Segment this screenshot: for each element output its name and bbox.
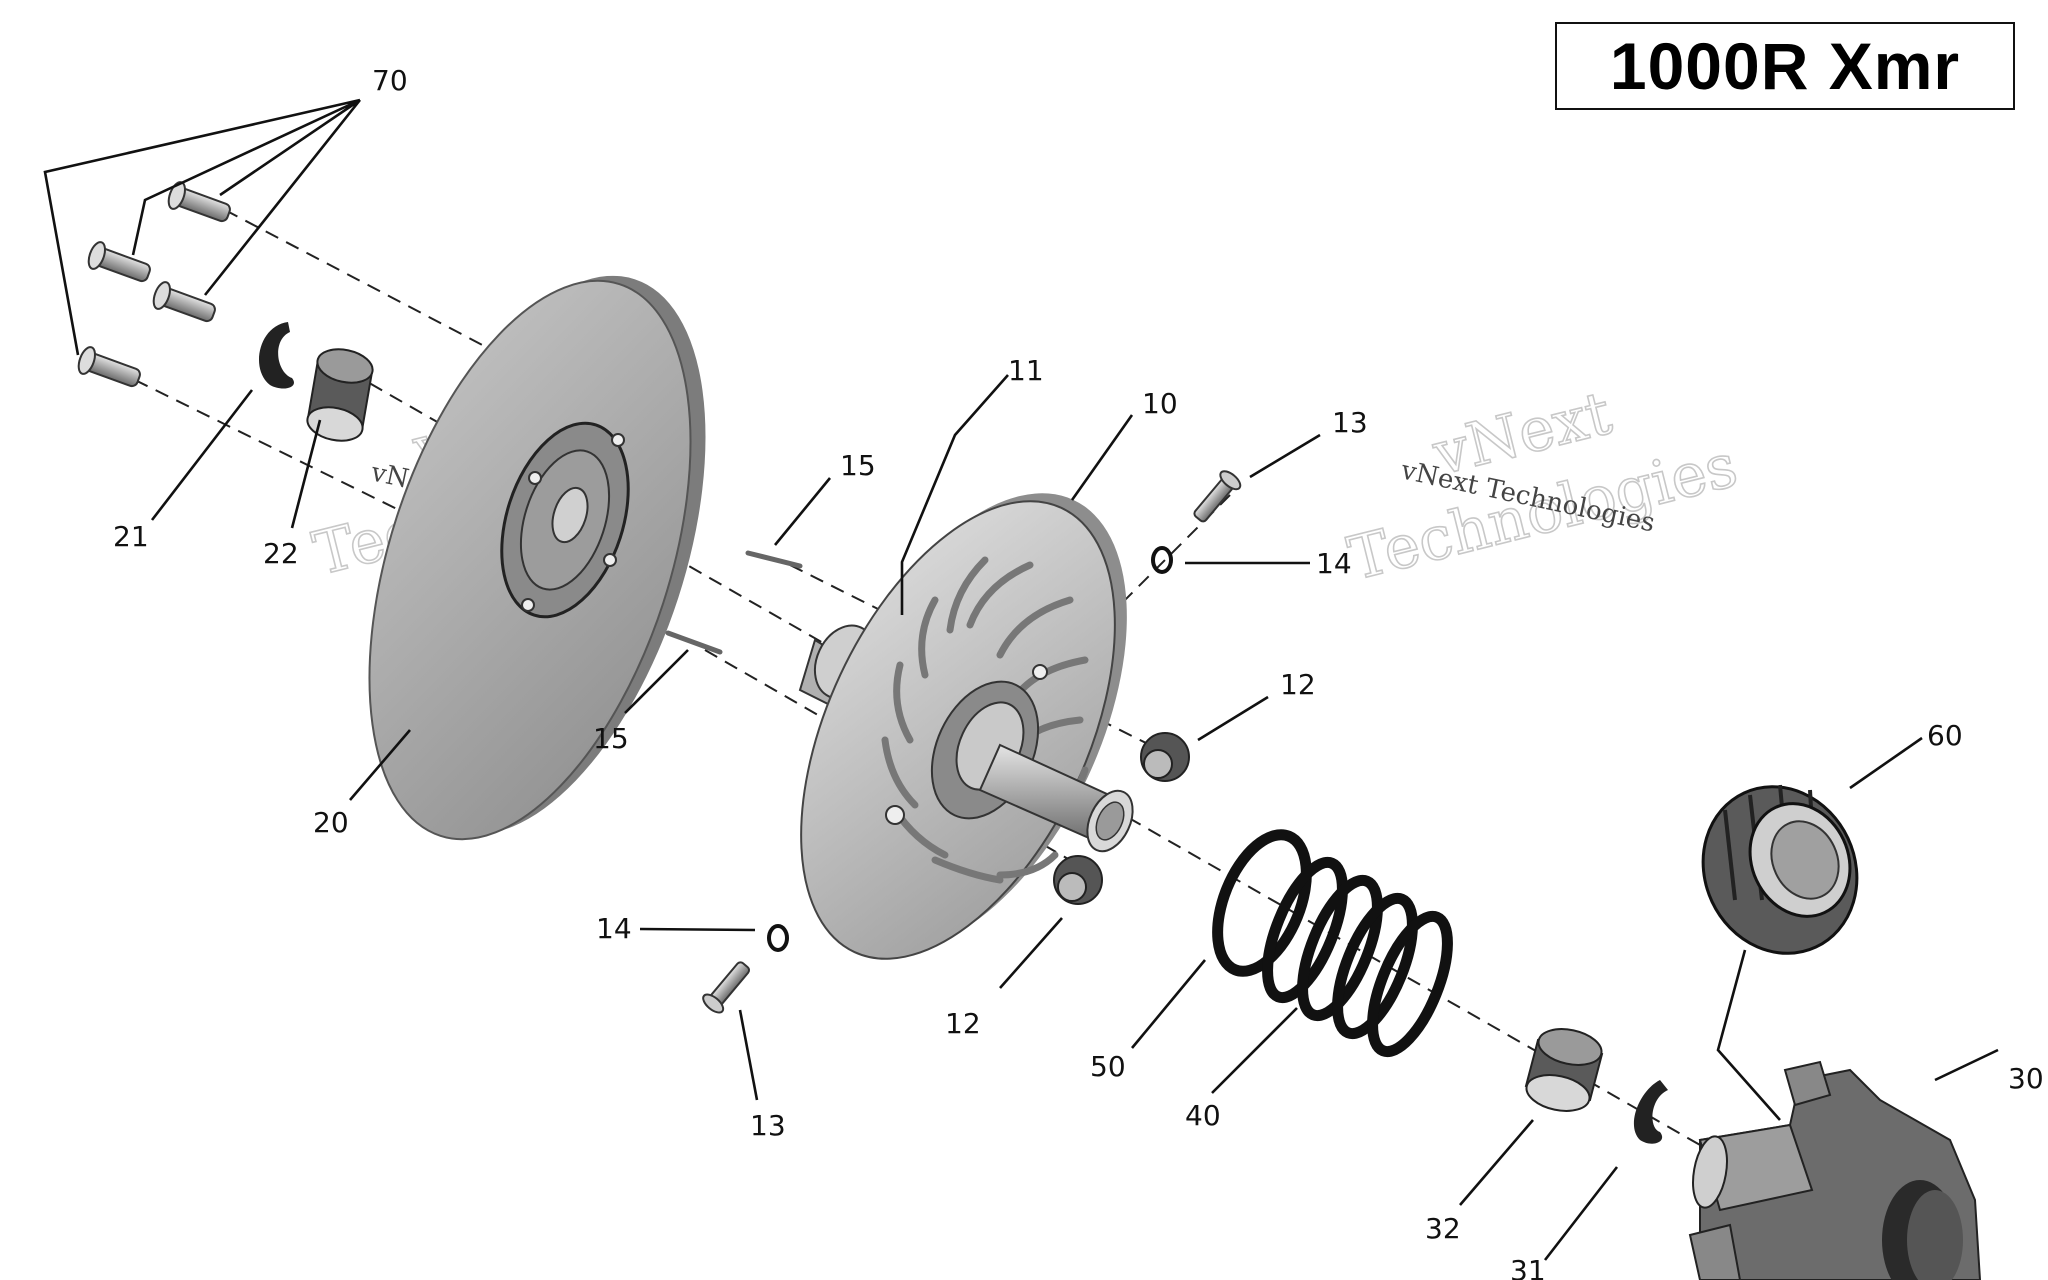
spring-40 (1262, 856, 1453, 1058)
bolt (87, 241, 151, 283)
leader-60 (1849, 736, 1923, 790)
leader-21 (150, 389, 254, 521)
leader-70 (43, 98, 362, 356)
leader-32 (1459, 1119, 1534, 1206)
roller-12-upper (1140, 732, 1190, 782)
callout-32: 32 (1425, 1212, 1461, 1245)
callout-31: 31 (1510, 1254, 1546, 1280)
bushing-32 (1524, 1028, 1604, 1112)
sheave-disc-20 (368, 275, 706, 841)
leader-31 (1543, 1166, 1619, 1261)
callout-15a: 15 (840, 449, 876, 482)
callout-15b: 15 (593, 722, 629, 755)
leader-13a (1249, 433, 1321, 479)
callout-14b: 14 (596, 912, 632, 945)
bolt (167, 181, 231, 223)
leader-30 (1934, 1048, 1999, 1082)
leader-13b (738, 1009, 759, 1101)
leader-22 (290, 419, 322, 529)
leader-12a (1197, 695, 1269, 742)
leader-lines (43, 98, 1999, 1261)
leader-15b (624, 649, 689, 714)
hub-30 (1688, 1060, 1982, 1280)
washer-14-lower (767, 924, 789, 952)
screw-13-lower (702, 961, 751, 1014)
pins-15 (665, 550, 803, 655)
spring-seat-50 (1212, 829, 1312, 977)
callout-12a: 12 (1280, 668, 1316, 701)
callout-30: 30 (2008, 1062, 2044, 1095)
leader-12b (999, 917, 1063, 989)
callout-10: 10 (1142, 387, 1178, 420)
leader-15a (773, 477, 832, 546)
callout-70: 70 (372, 64, 408, 97)
callout-13a: 13 (1332, 406, 1368, 439)
callout-14a: 14 (1316, 547, 1352, 580)
cam-60 (1701, 784, 1859, 955)
callout-60: 60 (1927, 719, 1963, 752)
bolts-70 (77, 181, 231, 388)
callout-12b: 12 (945, 1007, 981, 1040)
model-label-box: 1000R Xmr (1555, 22, 2015, 110)
leader-20 (349, 729, 411, 801)
model-label: 1000R Xmr (1609, 29, 1961, 103)
leader-40 (1211, 1007, 1298, 1094)
callout-50: 50 (1090, 1050, 1126, 1083)
hub-shaft-11 (978, 743, 1134, 853)
leader-11 (900, 374, 1009, 615)
bolt (77, 346, 141, 388)
callout-20: 20 (313, 806, 349, 839)
bushing-22 (306, 348, 374, 442)
roller-12-lower (1053, 855, 1103, 905)
movable-sheave-10 (798, 493, 1127, 960)
leader-50 (1130, 959, 1207, 1049)
callouts: 70 21 22 20 15 15 11 10 13 14 12 12 14 1… (113, 64, 2044, 1280)
callout-22: 22 (263, 537, 299, 570)
axis-bolt-top (224, 209, 531, 371)
leader-60b (1716, 949, 1781, 1121)
washer-14-upper (1151, 546, 1173, 574)
callout-13b: 13 (750, 1109, 786, 1142)
leader-10 (1070, 414, 1134, 501)
callout-11: 11 (1008, 354, 1044, 387)
watermark-right: vNext Technologies vNext Technologies (1341, 377, 1745, 595)
bolt (152, 281, 216, 323)
retaining-ring-31 (1633, 1080, 1668, 1144)
screw-13-upper (1193, 470, 1242, 523)
callout-40: 40 (1185, 1099, 1221, 1132)
retaining-ring-21 (258, 322, 294, 389)
callout-21: 21 (113, 520, 149, 553)
leader-14b (639, 927, 756, 932)
